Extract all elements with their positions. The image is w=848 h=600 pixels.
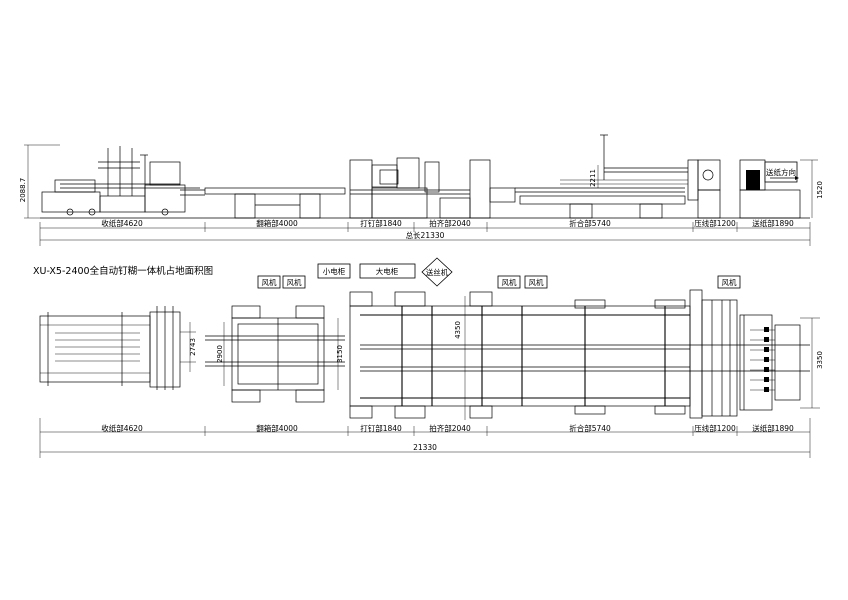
height-dim-left: 2088.7 (19, 178, 27, 203)
elev-section-label: 折合部5740 (569, 218, 611, 228)
dim-2743: 2743 (189, 338, 197, 356)
height-dim-right: 1520 (816, 181, 824, 199)
creasing-machine (697, 159, 721, 219)
collector-machine (41, 146, 205, 216)
fan-label: 风机 (502, 277, 517, 287)
plan-view: 风机 风机 小电柜 大电柜 送丝机 风机 风机 风机 (39, 257, 824, 458)
dim-4350: 4350 (454, 321, 462, 339)
feeder-machine: 送纸方向 (739, 159, 801, 219)
fan-label: 风机 (529, 277, 544, 287)
elev-section-label: 拍齐部2040 (429, 218, 471, 228)
small-cabinet-label: 小电柜 (323, 266, 346, 276)
elev-section-label: 打钉部1840 (360, 218, 402, 228)
height-dim-mid: 2211 (589, 169, 597, 187)
plan-section-label: 拍齐部2040 (429, 423, 471, 433)
flip-plan (205, 305, 345, 403)
elev-section-label: 送纸部1890 (752, 218, 794, 228)
creasing-plan (689, 289, 738, 419)
elev-section-label: 压线部1200 (694, 218, 736, 228)
drawing-title: XU-X5-2400全自动钉糊一体机占地面积图 (33, 265, 213, 277)
elev-section-label: 翻箱部4000 (256, 218, 298, 228)
dim-3150: 3150 (336, 345, 344, 363)
feed-direction-label: 送纸方向 (766, 167, 796, 177)
elev-section-label: 收纸部4620 (101, 218, 143, 228)
flip-machine (204, 187, 346, 219)
dim-2900: 2900 (216, 345, 224, 363)
plan-section-label: 压线部1200 (694, 423, 736, 433)
feeder-plan (690, 314, 810, 411)
plan-section-label: 折合部5740 (569, 423, 611, 433)
collector-plan (39, 306, 196, 390)
main-machine-plan (349, 291, 691, 419)
elev-total-length: 总长21330 (406, 230, 445, 240)
fan-label: 风机 (287, 277, 302, 287)
plan-total-length: 21330 (413, 443, 437, 452)
plan-section-label: 翻箱部4000 (256, 423, 298, 433)
wire-feeder-label: 送丝机 (426, 267, 449, 277)
fan-label: 风机 (262, 277, 277, 287)
plan-section-label: 打钉部1840 (360, 423, 402, 433)
folding-machine (515, 134, 699, 219)
fan-label: 风机 (722, 277, 737, 287)
stapler-machine (349, 157, 470, 219)
aligning-machine (424, 159, 516, 219)
big-cabinet-label: 大电柜 (376, 266, 399, 276)
plan-section-label: 收纸部4620 (101, 423, 143, 433)
plan-section-label: 送纸部1890 (752, 423, 794, 433)
dim-3350: 3350 (816, 351, 824, 369)
elevation-view: 2088.7 (19, 134, 824, 246)
